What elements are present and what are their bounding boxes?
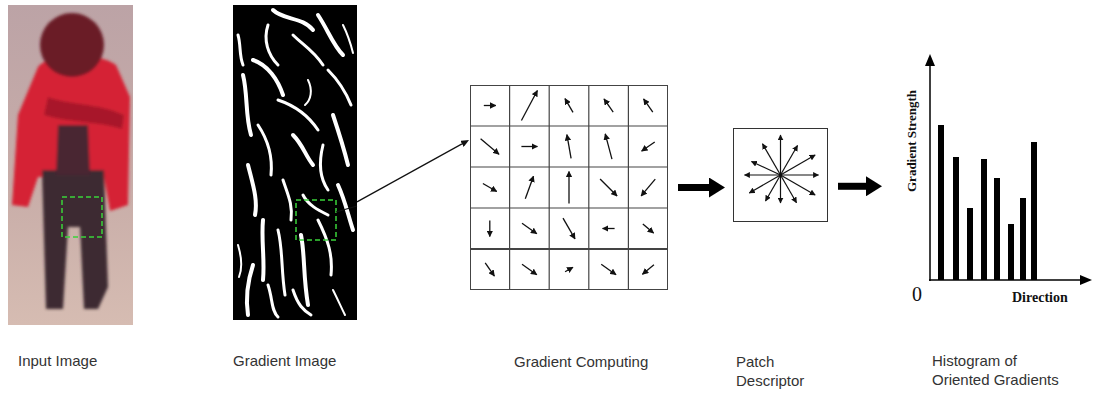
gradient-arrow: [563, 218, 575, 239]
y-axis: [929, 64, 931, 281]
node-caption: Input Image: [18, 352, 97, 371]
axis-origin: 0: [912, 283, 922, 305]
gradient-arrow: [565, 267, 573, 272]
grid-line: [470, 166, 668, 167]
grid-line: [470, 207, 668, 208]
descriptor-arrow: [745, 174, 781, 175]
descriptor-arrow: [780, 135, 781, 175]
axis-head: [1080, 275, 1092, 285]
gradient-arrow: [567, 135, 571, 159]
node-caption: Gradient Image: [233, 352, 336, 371]
bar: [938, 125, 944, 280]
dark-front: [56, 125, 90, 175]
node-caption: Gradient Computing: [514, 353, 648, 372]
folded-arms: [44, 97, 124, 129]
descriptor-arrow: [766, 175, 781, 201]
bar: [1008, 224, 1014, 280]
bar: [953, 157, 959, 280]
gradient-arrow: [522, 223, 537, 233]
legs: [42, 170, 108, 309]
gradient-arrow: [565, 99, 573, 113]
connector-arrow: [357, 144, 462, 202]
gradient-image: [233, 5, 357, 320]
grid-line: [588, 85, 589, 290]
gradient-arrow: [641, 179, 655, 196]
descriptor-arrow: [781, 146, 798, 175]
gradient-arrow: [600, 179, 617, 196]
patch-marker: [296, 200, 336, 240]
gradient-arrow: [568, 172, 569, 204]
grid-line: [628, 85, 629, 290]
gradient-arrow: [521, 146, 537, 147]
grid-line: [470, 125, 668, 126]
image-panel: Input Image: [8, 5, 133, 325]
grid-line: [549, 85, 550, 290]
gradient-arrow: [484, 105, 496, 106]
gradient-arrow: [525, 176, 533, 199]
gradient-arrows: [481, 90, 656, 276]
edge-streaks: [238, 10, 353, 317]
gradient-arrow: [603, 228, 615, 229]
node-caption: Histogram of Oriented Gradients: [932, 352, 1067, 390]
x-axis: [929, 279, 1082, 281]
gradient-grid: [470, 85, 668, 290]
block-arrow: [678, 184, 709, 191]
gradient-arrow: [643, 224, 654, 233]
gradient-arrow: [485, 263, 494, 276]
gradient-arrow: [604, 99, 613, 112]
patch-marker: [62, 197, 102, 237]
descriptor-arrow: [780, 175, 781, 203]
leader-line: [336, 206, 357, 212]
bar: [1020, 198, 1026, 280]
gradient-background: [233, 5, 357, 320]
descriptor-arrow: [781, 175, 816, 195]
bar: [1031, 142, 1037, 280]
photo-background: [8, 5, 133, 325]
descriptor-star: [745, 135, 819, 203]
axis-title: Direction: [1012, 290, 1068, 305]
histogram-bars: [938, 125, 1037, 280]
gradient-arrow: [522, 264, 537, 274]
gradient-arrow: [601, 264, 616, 274]
gradient-arrow: [644, 99, 653, 112]
descriptor-box: Patch Descriptor: [733, 128, 828, 222]
gradient-arrow: [481, 139, 499, 154]
bar: [994, 178, 1000, 280]
axis-title: Gradient Strength: [905, 90, 919, 192]
bar: [967, 208, 973, 280]
node-caption: Patch Descriptor: [736, 353, 816, 391]
gradient-arrow: [521, 90, 537, 120]
gradient-arrow: [489, 221, 490, 237]
gradient-arrow: [642, 265, 653, 275]
bar: [981, 159, 987, 280]
image-panel: Gradient Image: [233, 5, 357, 320]
gradient-arrow: [642, 142, 655, 151]
descriptor-arrow: [751, 161, 780, 175]
gradient-arrow: [605, 134, 612, 159]
grid-line: [509, 85, 510, 290]
gradient-arrow: [483, 184, 497, 192]
descriptor-arrow: [781, 174, 819, 175]
block-arrow: [838, 183, 866, 190]
grid-box: Gradient Computing: [470, 85, 668, 290]
histogram-chart: [925, 54, 1092, 285]
grid-line: [470, 248, 668, 250]
head: [40, 13, 104, 77]
axis-head: [925, 54, 935, 66]
input-photo: [8, 5, 133, 325]
